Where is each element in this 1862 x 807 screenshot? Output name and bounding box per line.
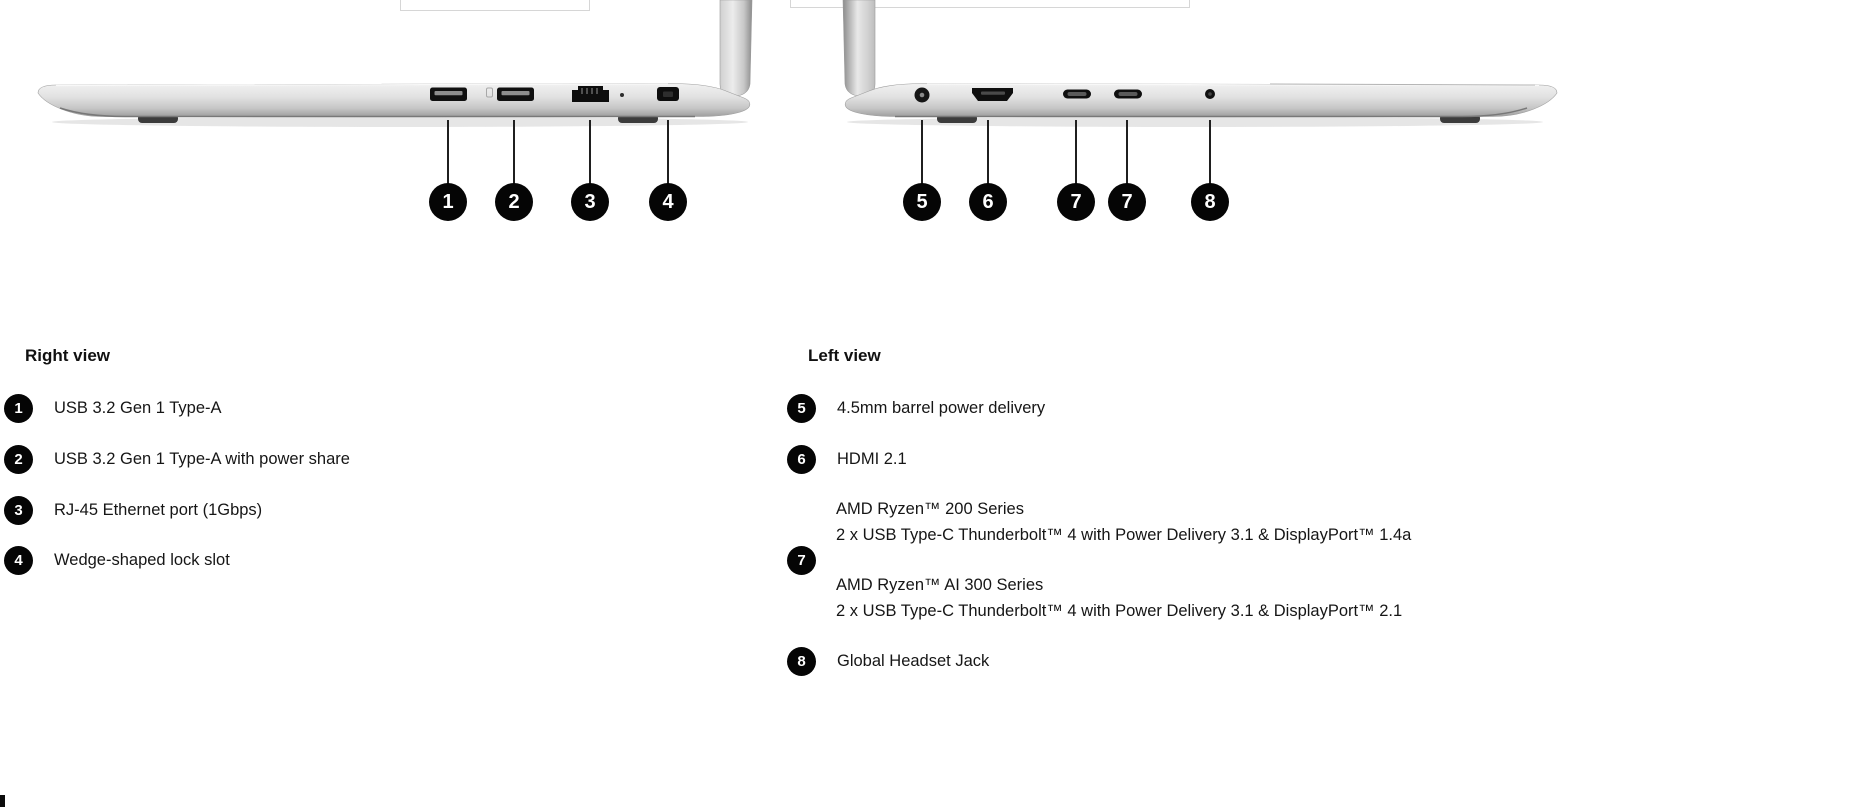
legend-7-line-2: 2 x USB Type-C Thunderbolt™ 4 with Power…	[836, 525, 1412, 544]
image-thumbnail-right[interactable]	[790, 0, 1190, 8]
right-view-heading: Right view	[25, 346, 111, 365]
legend-label-3: RJ-45 Ethernet port (1Gbps)	[54, 501, 263, 519]
callout-badge-5: 5	[903, 183, 941, 221]
laptop-base	[37, 83, 751, 117]
callout-badge-1: 1	[429, 183, 467, 221]
legend-num-8: 8	[787, 647, 816, 676]
legend-num-6: 6	[787, 445, 816, 474]
legend-7-line-3: AMD Ryzen™ AI 300 Series	[836, 576, 1044, 594]
callout-badge-8: 8	[1191, 183, 1229, 221]
callout-line	[987, 120, 989, 185]
callout-line	[447, 120, 449, 185]
laptop-right-side-illustration	[37, 0, 753, 127]
legend-item-4: 4 Wedge-shaped lock slot	[4, 546, 230, 575]
status-led-dot	[620, 93, 624, 97]
legend-item-1: 1 USB 3.2 Gen 1 Type-A	[4, 394, 222, 423]
legend-item-3: 3 RJ-45 Ethernet port (1Gbps)	[4, 496, 262, 525]
callout-line	[589, 120, 591, 185]
callout-badge-4: 4	[649, 183, 687, 221]
laptop-lid-edge	[719, 0, 753, 97]
laptop-shadow	[847, 117, 1543, 127]
callout-line	[513, 120, 515, 185]
legend-label-1: USB 3.2 Gen 1 Type-A	[54, 399, 222, 417]
callout-line	[921, 120, 923, 185]
callout-line	[1209, 120, 1211, 185]
legend-num-2: 2	[4, 445, 33, 474]
callout-line	[1126, 120, 1128, 185]
legend-7-line-1: AMD Ryzen™ 200 Series	[836, 500, 1024, 518]
callout-line	[667, 120, 669, 185]
legend-num-3: 3	[4, 496, 33, 525]
laptop-shadow	[52, 117, 748, 127]
legend-item-5: 5 4.5mm barrel power delivery	[787, 394, 1045, 423]
left-view-heading: Left view	[808, 346, 881, 365]
legend-item-2: 2 USB 3.2 Gen 1 Type-A with power share	[4, 445, 350, 474]
legend-label-5: 4.5mm barrel power delivery	[837, 399, 1046, 417]
legend-item-8: 8 Global Headset Jack	[787, 647, 989, 676]
legend-num-5: 5	[787, 394, 816, 423]
callout-line	[1075, 120, 1077, 185]
legend-label-7: AMD Ryzen™ 200 Series 2 x USB Type-C Thu…	[836, 497, 1411, 624]
legend-label-8: Global Headset Jack	[837, 652, 990, 670]
callout-badge-2: 2	[495, 183, 533, 221]
cropped-text-artifact	[0, 795, 5, 807]
legend-num-1: 1	[4, 394, 33, 423]
callout-badge-7b: 7	[1108, 183, 1146, 221]
callout-badge-6: 6	[969, 183, 1007, 221]
legend-item-6: 6 HDMI 2.1	[787, 445, 907, 474]
legend-num-4: 4	[4, 546, 33, 575]
image-thumbnail-left[interactable]	[400, 0, 590, 11]
powershare-battery-icon	[486, 87, 493, 98]
legend-label-4: Wedge-shaped lock slot	[54, 551, 230, 569]
callout-badge-3: 3	[571, 183, 609, 221]
laptop-left-side-illustration	[842, 0, 1558, 127]
legend-label-6: HDMI 2.1	[837, 450, 907, 468]
laptop-lid-edge	[842, 0, 876, 97]
legend-num-7: 7	[787, 546, 816, 575]
laptop-base	[844, 83, 1558, 117]
callout-badge-7a: 7	[1057, 183, 1095, 221]
legend-7-line-4: 2 x USB Type-C Thunderbolt™ 4 with Power…	[836, 601, 1403, 620]
legend-label-2: USB 3.2 Gen 1 Type-A with power share	[54, 450, 350, 468]
